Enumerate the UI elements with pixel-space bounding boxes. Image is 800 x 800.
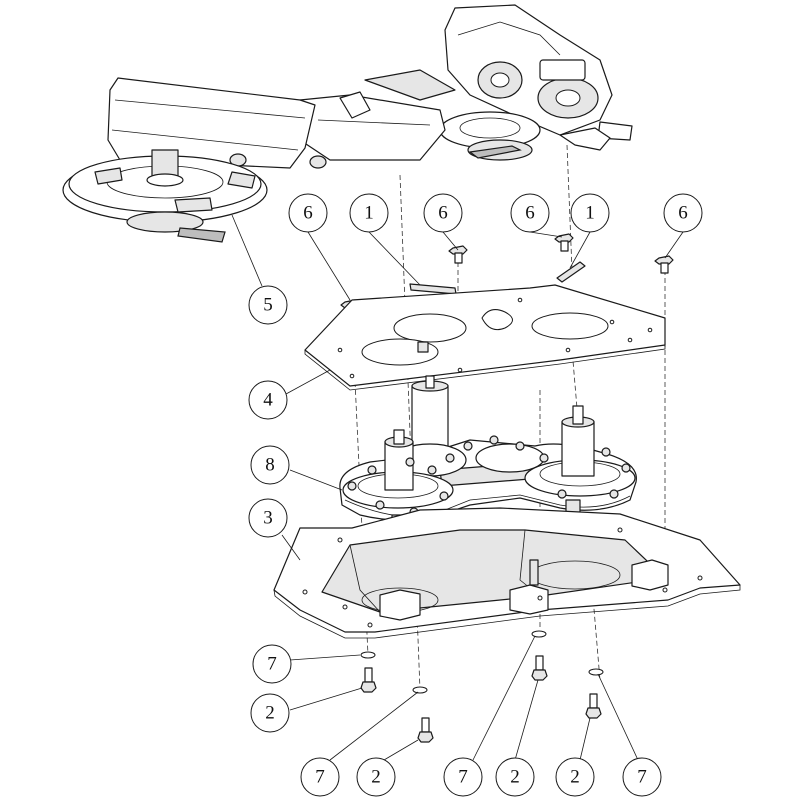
callout-5: 5 <box>248 285 288 325</box>
callout-6-b: 6 <box>423 193 463 233</box>
svg-text:2: 2 <box>265 703 275 724</box>
svg-text:8: 8 <box>265 455 275 476</box>
svg-text:4: 4 <box>263 390 273 411</box>
svg-text:6: 6 <box>525 203 535 224</box>
callout-6-d: 6 <box>663 193 703 233</box>
callout-2-d: 2 <box>555 757 595 797</box>
part-8-gearbox <box>339 375 637 546</box>
callout-6-c: 6 <box>510 193 550 233</box>
callout-7-a: 7 <box>252 644 292 684</box>
svg-text:2: 2 <box>510 767 520 788</box>
upper-cutter-head-assembly <box>62 4 633 243</box>
callout-2-a: 2 <box>250 693 290 733</box>
callout-4: 4 <box>248 380 288 420</box>
svg-text:3: 3 <box>263 508 273 529</box>
part-3-base-frame <box>273 507 741 639</box>
leader-lines <box>231 214 684 761</box>
svg-text:7: 7 <box>267 654 277 675</box>
callout-3: 3 <box>248 498 288 538</box>
part-4-cover-plate <box>304 284 666 391</box>
callout-1-b: 1 <box>570 193 610 233</box>
callout-7-c: 7 <box>443 757 483 797</box>
svg-text:6: 6 <box>678 203 688 224</box>
part-2-bolts-bottom <box>360 655 602 743</box>
svg-text:7: 7 <box>315 767 325 788</box>
callout-1-a: 1 <box>349 193 389 233</box>
svg-text:7: 7 <box>637 767 647 788</box>
svg-text:5: 5 <box>263 295 273 316</box>
svg-text:2: 2 <box>570 767 580 788</box>
svg-text:6: 6 <box>438 203 448 224</box>
svg-text:1: 1 <box>585 203 595 224</box>
callout-2-b: 2 <box>356 757 396 797</box>
part-7-washers <box>360 630 604 694</box>
callout-7-d: 7 <box>622 757 662 797</box>
svg-text:1: 1 <box>364 203 374 224</box>
callout-8: 8 <box>250 445 290 485</box>
svg-text:6: 6 <box>303 203 313 224</box>
callout-7-b: 7 <box>300 757 340 797</box>
callout-6-a: 6 <box>288 193 328 233</box>
svg-text:7: 7 <box>458 767 468 788</box>
callout-2-c: 2 <box>495 757 535 797</box>
svg-text:2: 2 <box>371 767 381 788</box>
